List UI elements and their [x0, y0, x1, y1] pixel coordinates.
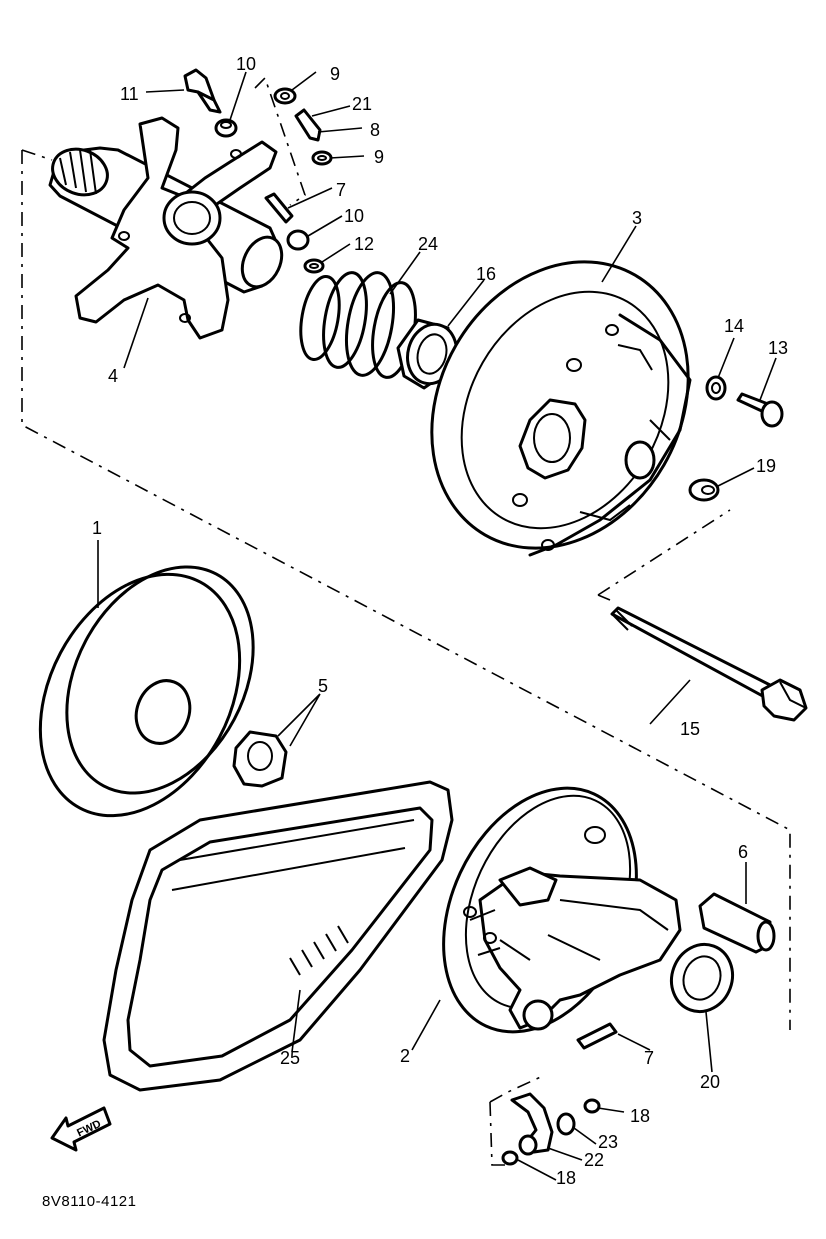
ring-part-20	[670, 942, 734, 1014]
assembly-boundary-lines	[21, 76, 791, 1166]
callout-7b: 7	[644, 1048, 654, 1068]
top-hardware-group	[183, 68, 333, 274]
callout-16: 16	[476, 264, 496, 284]
callout-7a: 7	[336, 180, 346, 200]
callout-10a: 10	[236, 54, 256, 74]
leader-lines	[97, 71, 777, 1181]
callout-4: 4	[108, 366, 118, 386]
callout-3: 3	[632, 208, 642, 228]
pin-part-7	[576, 1022, 618, 1050]
callout-18a: 18	[630, 1106, 650, 1126]
clutch-assembly-part-2	[442, 786, 682, 1034]
callout-15: 15	[680, 719, 700, 739]
right-hardware-group	[688, 375, 784, 502]
fwd-arrow-icon: FWD	[50, 1106, 112, 1152]
callout-21: 21	[352, 94, 372, 114]
callout-24: 24	[418, 234, 438, 254]
callout-19: 19	[756, 456, 776, 476]
callout-2: 2	[400, 1046, 410, 1066]
sleeve-part-6	[698, 892, 776, 954]
callout-11: 11	[120, 84, 139, 104]
callout-13: 13	[768, 338, 788, 358]
callout-5: 5	[318, 676, 328, 696]
callout-6: 6	[738, 842, 748, 862]
movable-sheave-part-3	[430, 260, 692, 557]
callout-8: 8	[370, 120, 380, 140]
spider-shaft-part-4	[48, 116, 284, 340]
bolt-part-15	[610, 606, 808, 722]
callout-1: 1	[92, 518, 102, 538]
callout-9b: 9	[374, 147, 384, 167]
callout-14: 14	[724, 316, 744, 336]
callout-12: 12	[354, 234, 374, 254]
bottom-hardware-group	[501, 1092, 601, 1166]
callout-labels: 1 2 3 4 5 6 7 7 8 9 9 10 10 11 12 13 14 …	[92, 54, 788, 1188]
callout-9a: 9	[330, 64, 340, 84]
callout-25: 25	[280, 1048, 300, 1068]
callout-10b: 10	[344, 206, 364, 226]
callout-18b: 18	[556, 1168, 576, 1188]
fixed-sheave-part-1	[38, 565, 255, 818]
callout-20: 20	[700, 1072, 720, 1092]
drive-belt-part-25	[102, 780, 454, 1092]
callout-23: 23	[598, 1132, 618, 1152]
diagram-code: 8V8110-4121	[42, 1193, 136, 1210]
spring-part-24	[299, 271, 417, 379]
callout-22: 22	[584, 1150, 604, 1170]
slider-buttons-part-5	[232, 730, 288, 788]
